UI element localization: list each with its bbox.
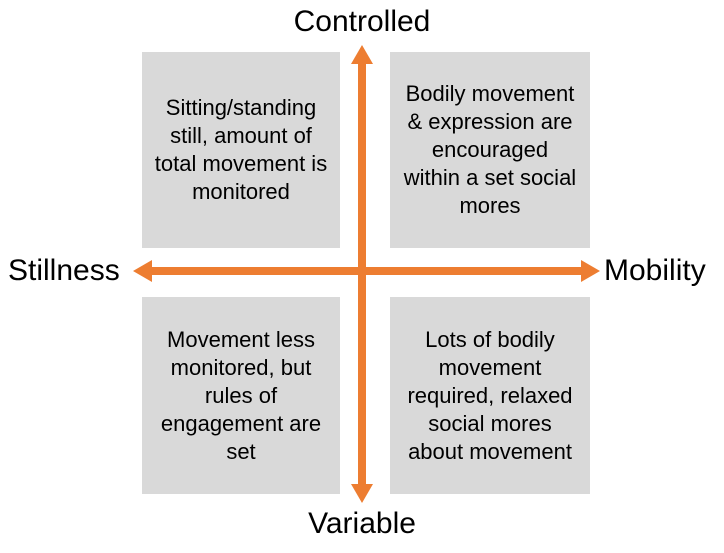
arrowhead-down-icon xyxy=(351,484,373,503)
axis-label-controlled: Controlled xyxy=(293,5,431,38)
arrowhead-right-icon xyxy=(581,260,600,282)
quadrant-top-left: Sitting/standing still, amount of total … xyxy=(142,52,340,248)
arrowhead-left-icon xyxy=(133,260,152,282)
quadrant-bottom-right-text: Lots of bodily movement required, relaxe… xyxy=(407,326,573,464)
quadrant-bottom-left-text: Movement less monitored, but rules of en… xyxy=(160,326,322,464)
quadrant-top-right: Bodily movement & expression are encoura… xyxy=(390,52,590,248)
axis-label-mobility: Mobility xyxy=(604,254,706,287)
quadrant-bottom-right: Lots of bodily movement required, relaxe… xyxy=(390,297,590,494)
axis-label-variable: Variable xyxy=(308,507,416,540)
quadrant-bottom-left: Movement less monitored, but rules of en… xyxy=(142,297,340,494)
arrowhead-up-icon xyxy=(351,45,373,64)
axis-label-stillness: Stillness xyxy=(8,254,120,287)
quadrant-top-left-text: Sitting/standing still, amount of total … xyxy=(154,95,328,204)
quadrant-top-right-text: Bodily movement & expression are encoura… xyxy=(403,81,577,218)
